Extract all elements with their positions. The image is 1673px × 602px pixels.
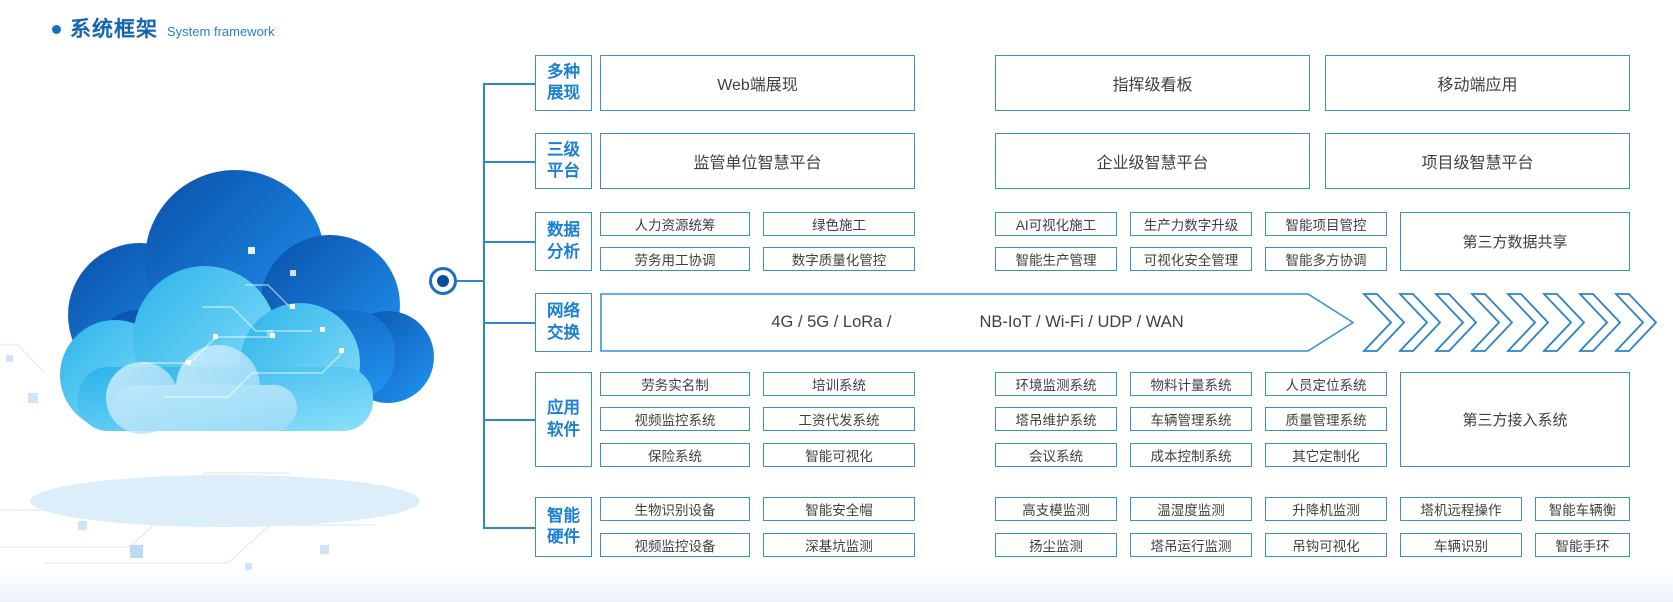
hardware-item: 升降机监测 [1265, 497, 1387, 521]
category-label-line: 应用 [547, 399, 580, 418]
analysis-item: 可视化安全管理 [1130, 247, 1252, 271]
analysis-item: 数字质量化管控 [763, 247, 915, 271]
bullet-icon [52, 24, 61, 34]
display-box-command-board: 指挥级看板 [995, 55, 1310, 111]
hardware-item: 智能车辆衡 [1535, 497, 1630, 521]
connector-branch [483, 83, 535, 85]
category-label-line: 平台 [547, 162, 580, 180]
hardware-item: 智能手环 [1535, 533, 1630, 557]
platform-box-regulator: 监管单位智慧平台 [600, 133, 915, 189]
software-item: 劳务实名制 [600, 372, 750, 396]
category-label-line: 三级 [547, 140, 580, 159]
software-item: 物料计量系统 [1130, 372, 1252, 396]
hardware-item: 扬尘监测 [995, 533, 1117, 557]
category-label-line: 多种 [547, 62, 580, 81]
display-box-mobile: 移动端应用 [1325, 55, 1630, 111]
software-item: 环境监测系统 [995, 372, 1117, 396]
hardware-item: 塔吊运行监测 [1130, 533, 1252, 557]
software-item: 其它定制化 [1265, 443, 1387, 467]
chevron-arrows-icon [1362, 293, 1658, 352]
hardware-item: 深基坑监测 [763, 533, 915, 557]
category-application-software: 应用 软件 [535, 372, 592, 467]
network-band-shape [600, 293, 1355, 352]
analysis-item: 智能多方协调 [1265, 247, 1387, 271]
cloud-illustration [0, 170, 434, 570]
software-item: 智能可视化 [763, 443, 915, 467]
analysis-item: 智能生产管理 [995, 247, 1117, 271]
background-strip [0, 570, 1673, 602]
network-band: 4G / 5G / LoRa / NB-IoT / Wi-Fi / UDP / … [600, 293, 1355, 352]
category-smart-hardware: 智能 硬件 [535, 497, 592, 557]
analysis-item: 人力资源统筹 [600, 212, 750, 236]
category-label-line: 软件 [547, 420, 580, 439]
category-network-exchange: 网络 交换 [535, 293, 592, 352]
network-protocols-right: NB-IoT / Wi-Fi / UDP / WAN [979, 313, 1184, 331]
category-label-line: 网络 [547, 302, 580, 321]
category-label-line: 展现 [547, 84, 580, 102]
category-data-analysis: 数据 分析 [535, 212, 592, 271]
hardware-item: 吊钩可视化 [1265, 533, 1387, 557]
page-title: 系统框架 [70, 18, 158, 41]
third-party-data-sharing-box: 第三方数据共享 [1400, 212, 1630, 271]
connector-branch [483, 419, 535, 421]
software-item: 塔吊维护系统 [995, 407, 1117, 431]
analysis-item: AI可视化施工 [995, 212, 1117, 236]
category-label-line: 硬件 [547, 528, 580, 546]
category-three-level-platform: 三级 平台 [535, 133, 592, 189]
page-subtitle: System framework [167, 24, 275, 39]
hardware-item: 车辆识别 [1400, 533, 1522, 557]
hub-node-icon [429, 267, 457, 295]
connector-node-line [455, 280, 484, 282]
category-label-line: 智能 [547, 506, 580, 525]
software-item: 视频监控系统 [600, 407, 750, 431]
analysis-item: 生产力数字升级 [1130, 212, 1252, 236]
connector-branch [483, 161, 535, 163]
software-item: 人员定位系统 [1265, 372, 1387, 396]
hardware-item: 智能安全帽 [763, 497, 915, 521]
hardware-item: 视频监控设备 [600, 533, 750, 557]
analysis-item: 智能项目管控 [1265, 212, 1387, 236]
connector-branch [483, 527, 535, 529]
hardware-item: 温湿度监测 [1130, 497, 1252, 521]
category-label-line: 分析 [547, 242, 580, 261]
section-title: 系统框架 System framework [52, 13, 275, 43]
network-protocols-left: 4G / 5G / LoRa / [771, 313, 892, 331]
hardware-item: 塔机远程操作 [1400, 497, 1522, 521]
category-label-line: 交换 [547, 323, 580, 342]
hardware-item: 生物识别设备 [600, 497, 750, 521]
software-item: 培训系统 [763, 372, 915, 396]
platform-box-enterprise: 企业级智慧平台 [995, 133, 1310, 189]
category-multi-display: 多种 展现 [535, 55, 592, 111]
software-item: 车辆管理系统 [1130, 407, 1252, 431]
hardware-item: 高支模监测 [995, 497, 1117, 521]
software-item: 成本控制系统 [1130, 443, 1252, 467]
analysis-item: 劳务用工协调 [600, 247, 750, 271]
software-item: 质量管理系统 [1265, 407, 1387, 431]
display-box-web: Web端展现 [600, 55, 915, 111]
software-item: 工资代发系统 [763, 407, 915, 431]
third-party-access-box: 第三方接入系统 [1400, 372, 1630, 467]
category-label-line: 数据 [547, 221, 580, 240]
connector-branch [483, 241, 535, 243]
connector-branch [483, 322, 535, 324]
platform-box-project: 项目级智慧平台 [1325, 133, 1630, 189]
connector-trunk [483, 83, 485, 527]
software-item: 保险系统 [600, 443, 750, 467]
analysis-item: 绿色施工 [763, 212, 915, 236]
software-item: 会议系统 [995, 443, 1117, 467]
